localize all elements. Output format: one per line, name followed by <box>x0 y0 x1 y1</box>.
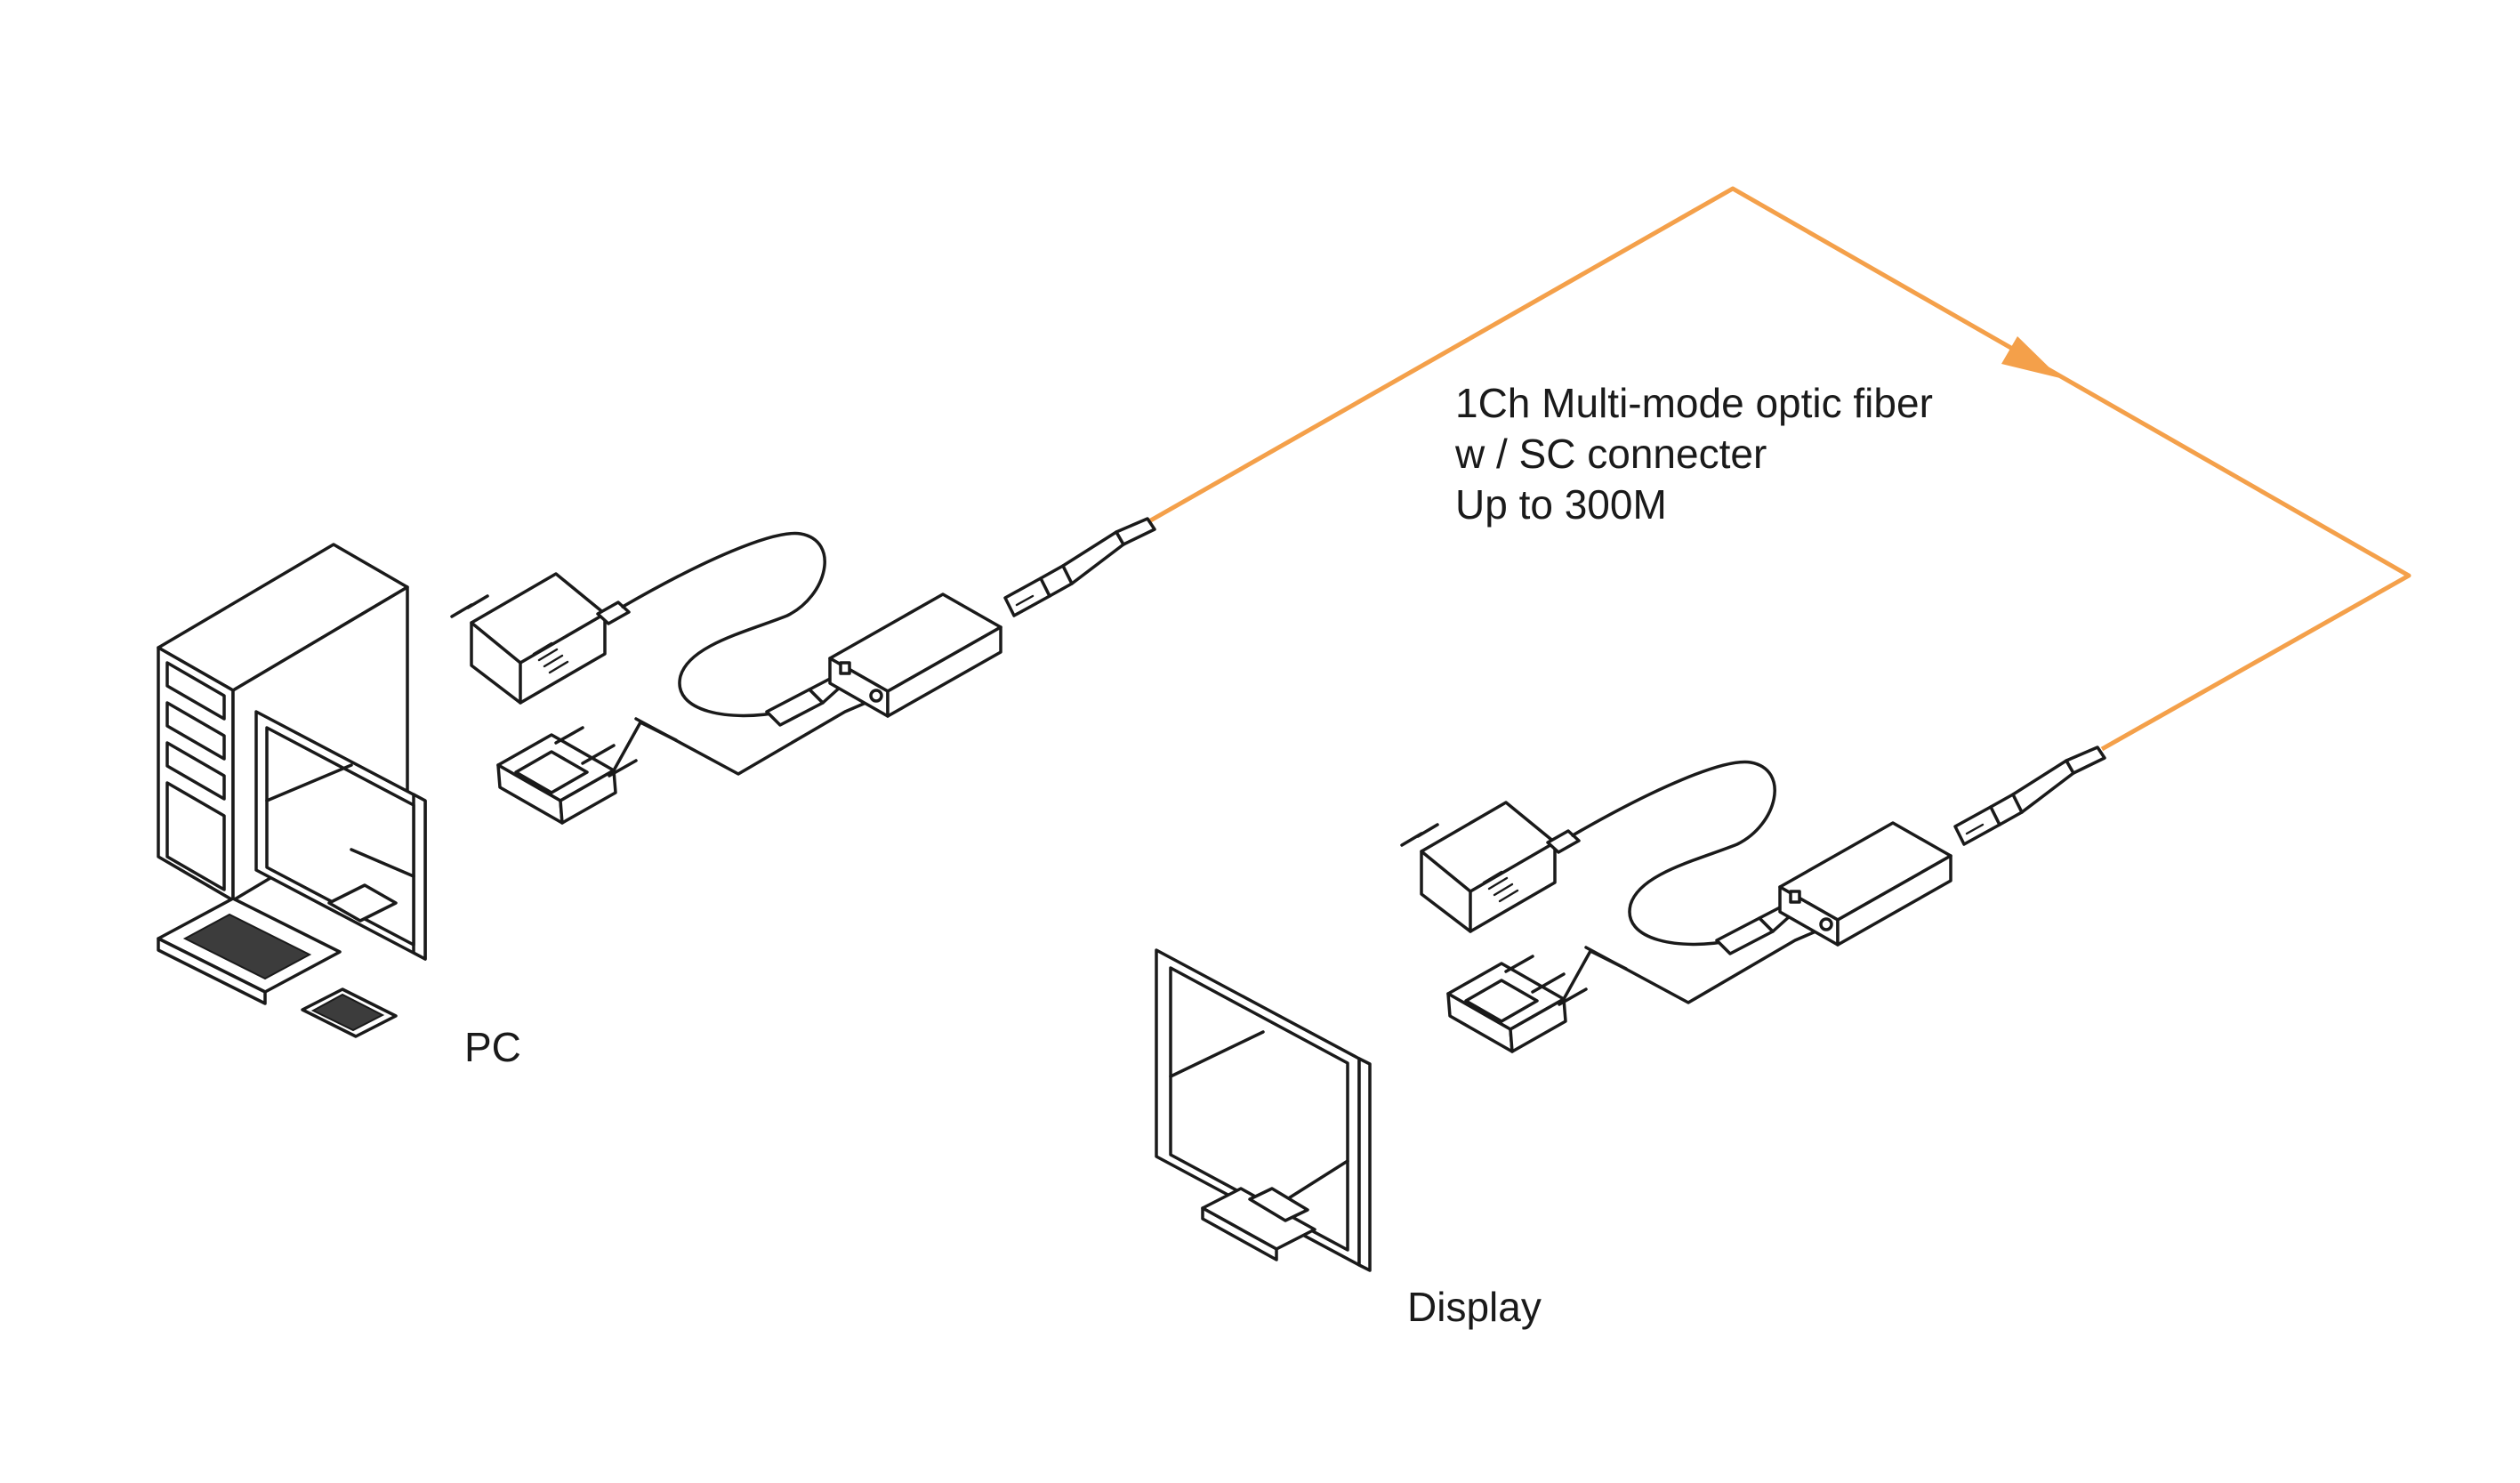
fiber-spec-line-1: 1Ch Multi-mode optic fiber <box>1455 380 1933 426</box>
transmitter-kit <box>450 517 1156 825</box>
direction-arrow-icon <box>2001 336 2060 378</box>
pc-icon <box>157 543 427 1038</box>
display-monitor-icon <box>1155 948 1372 1272</box>
fiber-spec-line-2: w / SC connecter <box>1455 431 1767 477</box>
fiber-cable <box>1146 186 2411 752</box>
pc-label: PC <box>464 1024 521 1070</box>
display-label: Display <box>1407 1284 1542 1330</box>
receiver-kit <box>1400 746 2106 1053</box>
fiber-spec-line-3: Up to 300M <box>1455 481 1667 528</box>
fiber-spec-annotation: 1Ch Multi-mode optic fiber w / SC connec… <box>1455 378 1933 530</box>
